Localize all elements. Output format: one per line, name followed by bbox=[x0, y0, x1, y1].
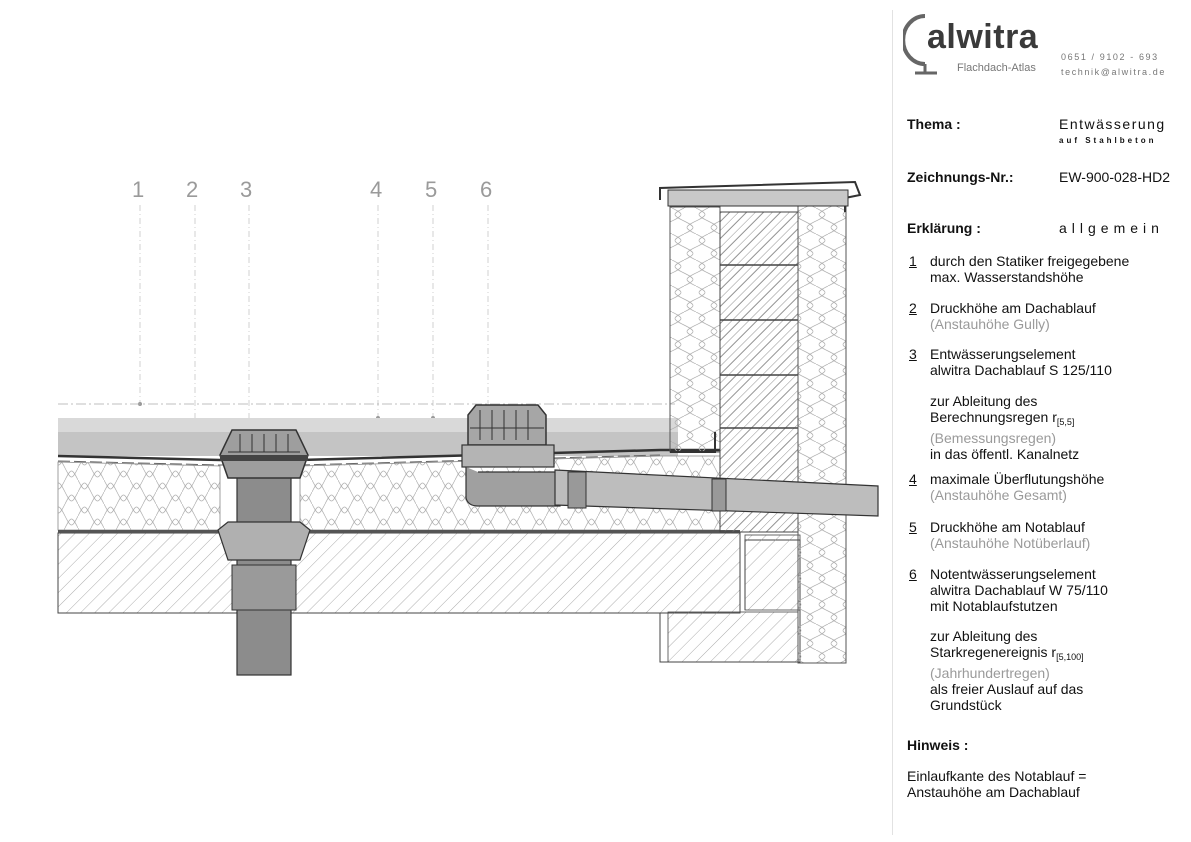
legend-item-6-detail: zur Ableitung des Starkregenereignis r[5… bbox=[930, 628, 1084, 713]
legend-item-4-num: 4 bbox=[909, 471, 917, 487]
water-levels bbox=[58, 403, 678, 456]
legend-item-5-num: 5 bbox=[909, 519, 917, 535]
contact-phone: 0651 / 9102 - 693 bbox=[1061, 52, 1159, 62]
legend-item-1-num: 1 bbox=[909, 253, 917, 269]
note-label: Hinweis : bbox=[907, 737, 969, 753]
drawing-number-value: EW-900-028-HD2 bbox=[1059, 169, 1171, 185]
thema-value: Entwässerung bbox=[1059, 116, 1166, 132]
section-drawing: 1 2 3 4 5 6 bbox=[57, 177, 879, 676]
legend-value: allgemein bbox=[1059, 220, 1164, 236]
legend-item-5: Druckhöhe am Notablauf(Anstauhöhe Notübe… bbox=[930, 519, 1091, 551]
contact-email: technik@alwitra.de bbox=[1061, 67, 1166, 77]
leader-lines bbox=[139, 205, 489, 438]
callout-3: 3 bbox=[240, 177, 252, 202]
legend-item-6-num: 6 bbox=[909, 566, 917, 582]
callout-4: 4 bbox=[370, 177, 382, 202]
callout-1: 1 bbox=[132, 177, 144, 202]
legend-item-2-num: 2 bbox=[909, 300, 917, 316]
logo-icon bbox=[903, 14, 937, 75]
legend-item-4: maximale Überflutungshöhe(Anstauhöhe Ges… bbox=[930, 471, 1105, 503]
legend-item-2: Druckhöhe am Dachablauf(Anstauhöhe Gully… bbox=[930, 300, 1096, 332]
thema-label: Thema : bbox=[907, 116, 961, 132]
legend-item-3-num: 3 bbox=[909, 346, 917, 362]
callout-6: 6 bbox=[480, 177, 492, 202]
logo-subtitle: Flachdach-Atlas bbox=[957, 62, 1036, 74]
drawing-number-label: Zeichnungs-Nr.: bbox=[907, 169, 1014, 185]
concrete-slab bbox=[57, 530, 801, 663]
panel-divider bbox=[892, 10, 893, 835]
callout-5: 5 bbox=[425, 177, 437, 202]
emergency-drain bbox=[461, 404, 879, 517]
callout-2: 2 bbox=[186, 177, 198, 202]
legend-label: Erklärung : bbox=[907, 220, 981, 236]
callout-labels: 1 2 3 4 5 6 bbox=[132, 177, 492, 202]
main-drain bbox=[217, 429, 311, 676]
note-text: Einlaufkante des Notablauf =Anstauhöhe a… bbox=[907, 768, 1087, 800]
legend-item-3-detail: zur Ableitung des Berechnungsregen r[5,5… bbox=[930, 393, 1080, 462]
thema-subvalue: auf Stahlbeton bbox=[1059, 136, 1157, 145]
logo-wordmark: alwitra bbox=[927, 18, 1039, 56]
